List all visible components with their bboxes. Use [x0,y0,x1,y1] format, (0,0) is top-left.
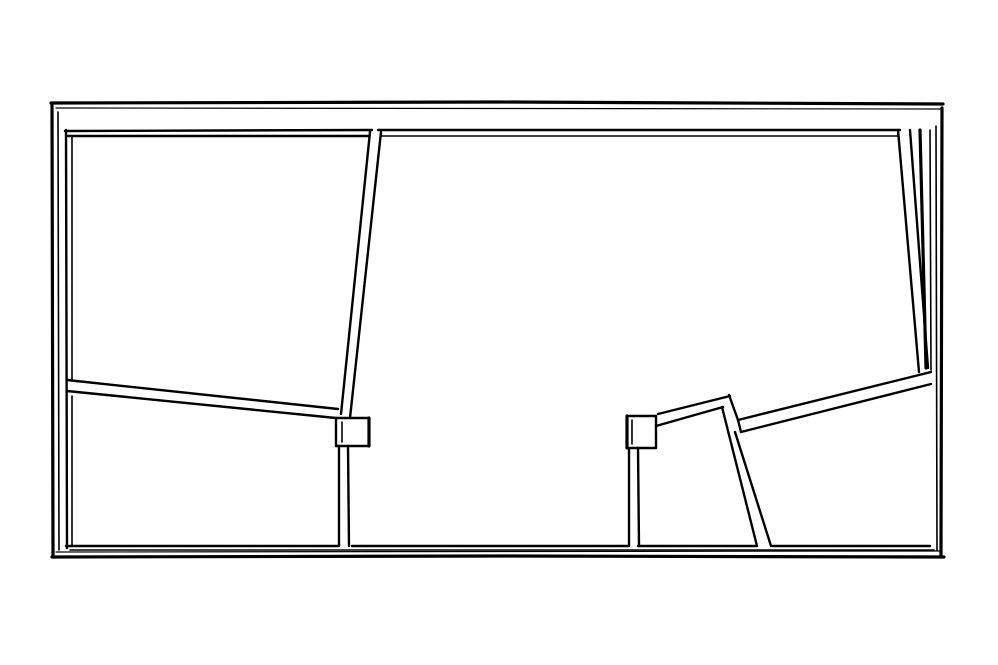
ink-layer [49,100,946,559]
outer-wall [49,100,946,559]
left-room-divider [65,378,340,420]
stepped-wall [654,393,773,548]
right-vertical-wall [896,128,932,374]
right-doorway [625,414,658,548]
left-slanted-wall [339,130,383,420]
right-room-divider [736,370,933,434]
left-doorway [334,416,371,548]
inner-wall-outline [63,128,935,551]
